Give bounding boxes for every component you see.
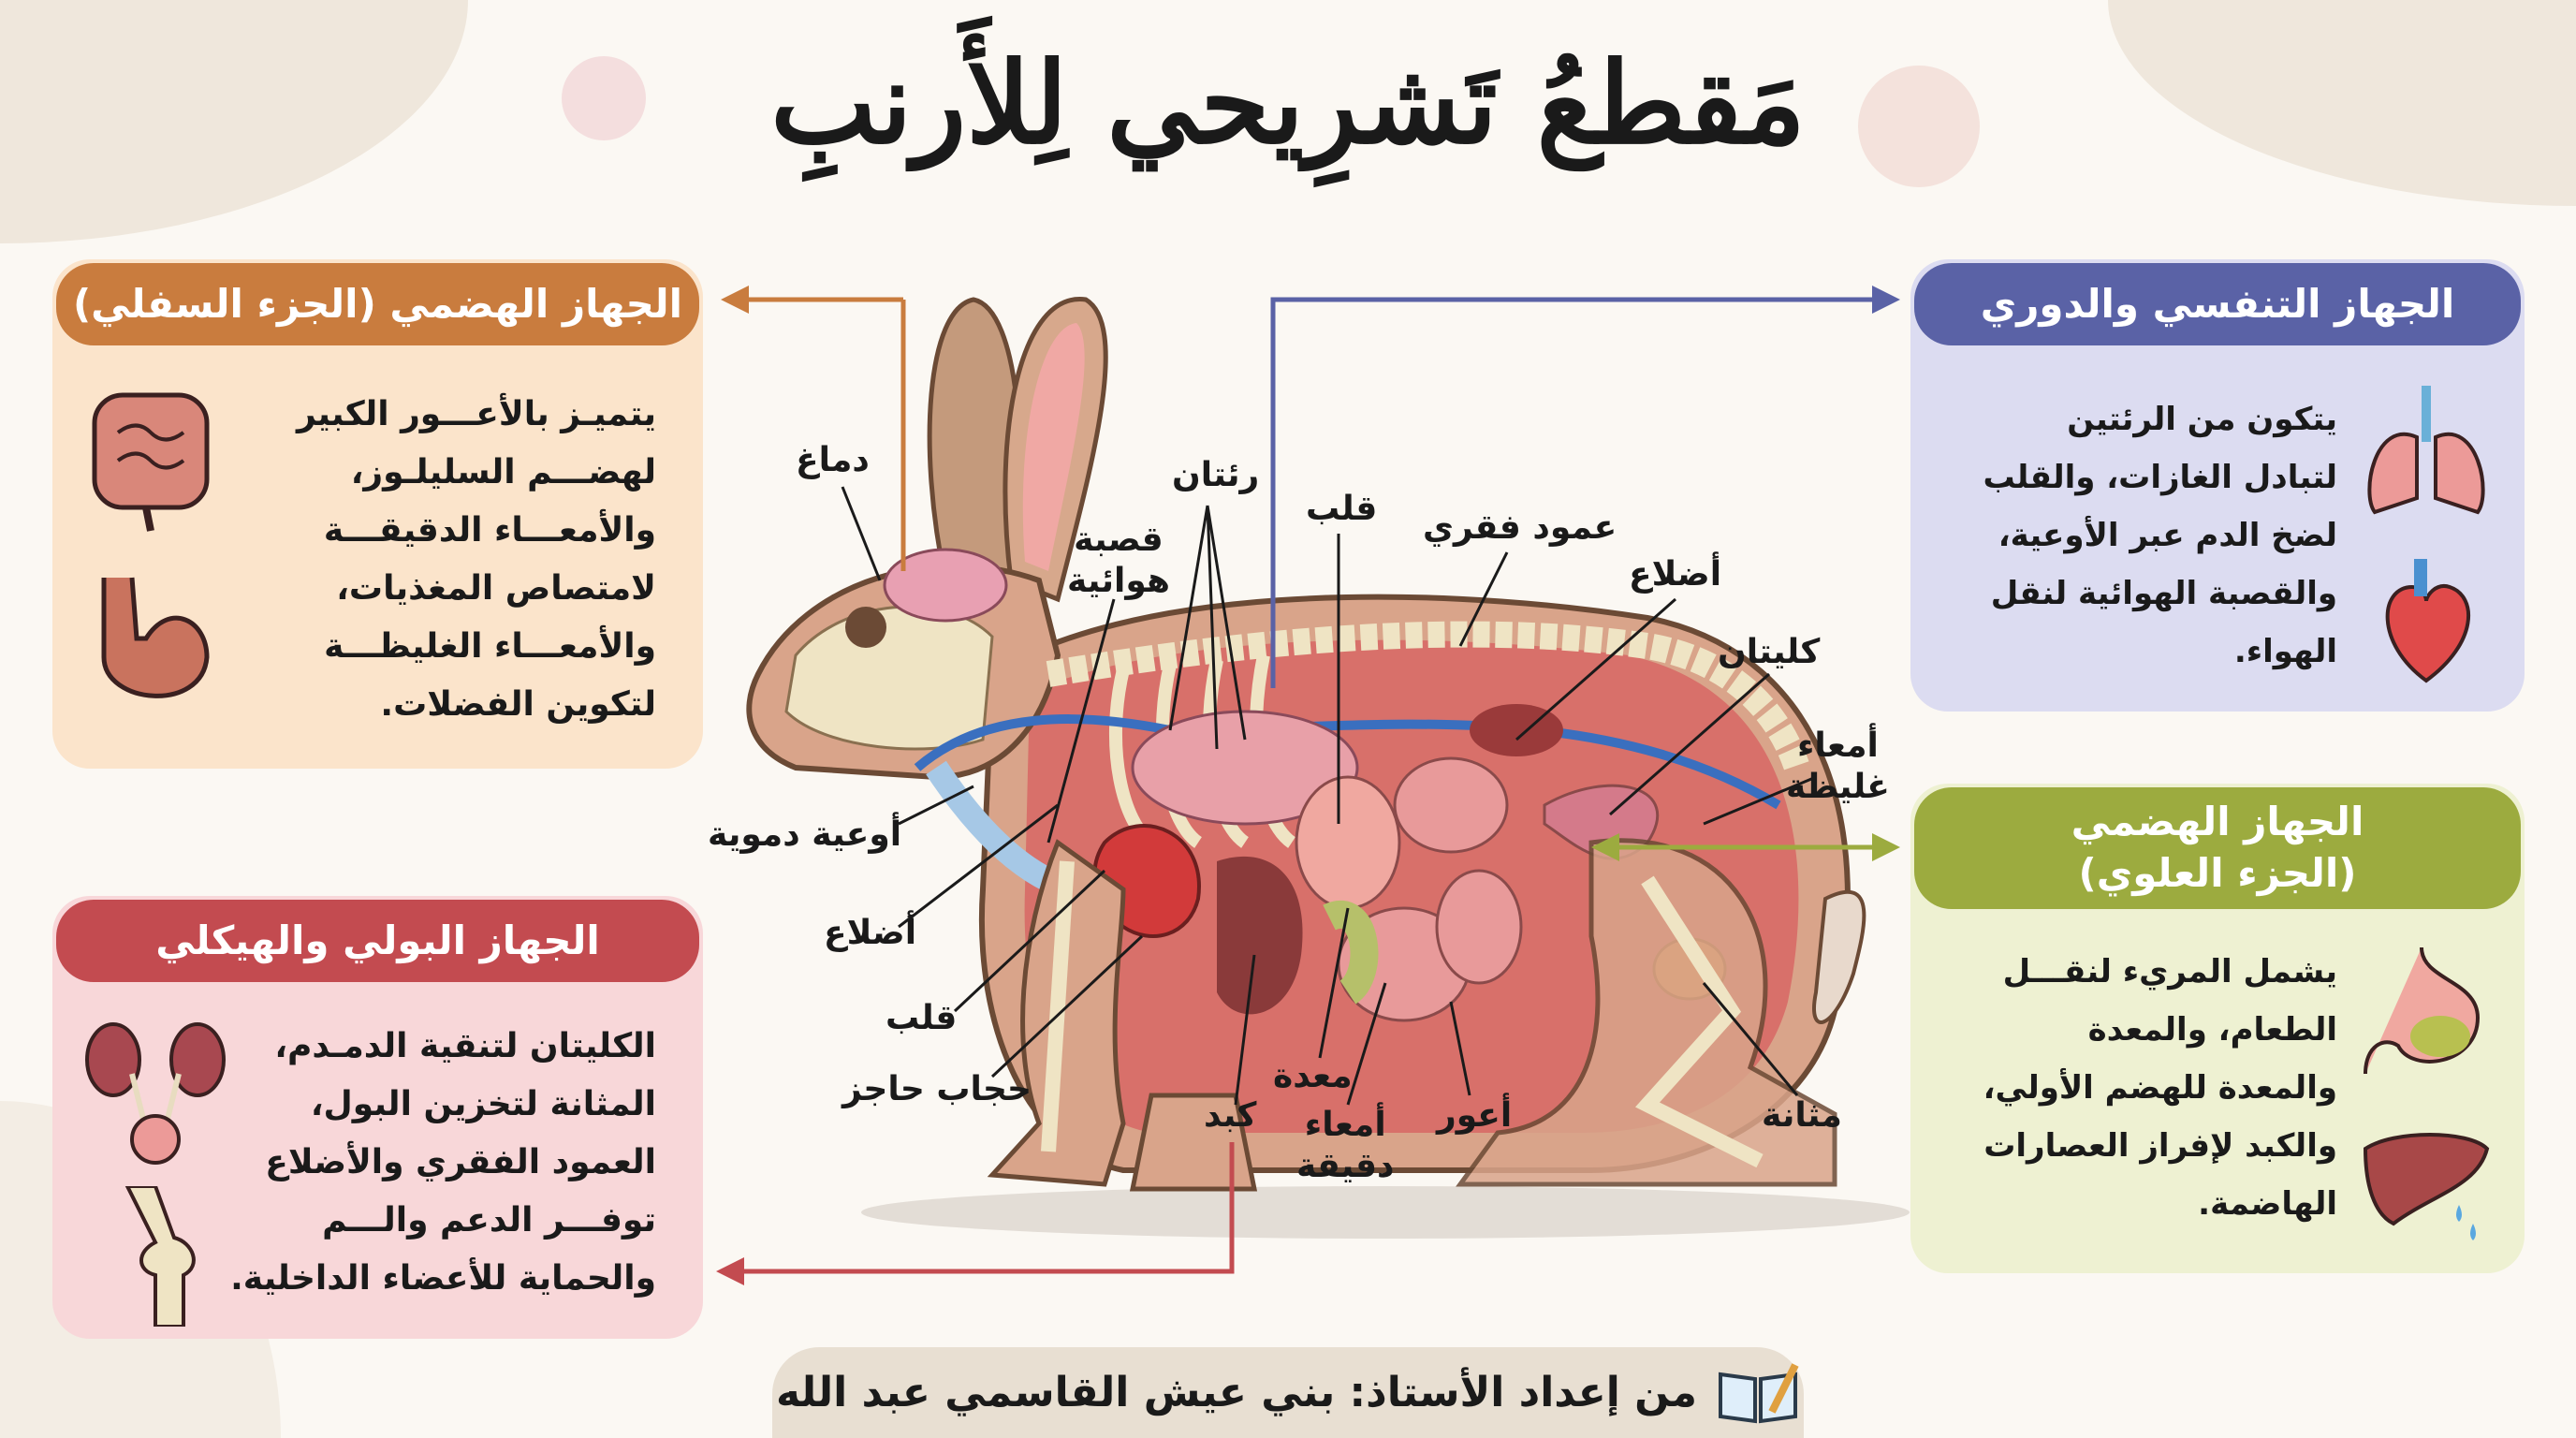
panel-header: الجهاز التنفسي والدوري [1914, 263, 2521, 345]
author-credit: من إعداد الأستاذ: بني عيش القاسمي عبد ال… [775, 1369, 1698, 1416]
arrow-head [721, 286, 749, 314]
spine-organ [1046, 621, 1810, 772]
liver-organ [1217, 856, 1303, 1015]
label-small-intestine-line2: دقيقة [1296, 1147, 1395, 1185]
text-line: الكليتان لتنقية الدمـدم، [274, 1027, 656, 1065]
label-liver: كبد [1204, 1096, 1257, 1135]
panel-text: يتميـز بالأعـــور الكبير لهضـــم السليلـ… [240, 386, 656, 734]
label-large-intestine-line2: غليظة [1786, 768, 1890, 806]
text-line: توفـــر الدعم والـــم [322, 1201, 656, 1240]
lungs-organ [1131, 710, 1359, 826]
arrow-head [1591, 833, 1619, 861]
tail [1812, 889, 1866, 1024]
panel-text: الكليتان لتنقية الدمـدم، المثانة لتخزين … [230, 1018, 656, 1308]
cell-decoration [1858, 66, 1980, 187]
stomach-organ [1295, 775, 1401, 910]
trachea-organ [926, 760, 1055, 891]
label-large-intestine-line1: أمعاء [1797, 726, 1879, 765]
label-brain: دماغ [796, 441, 870, 479]
panel-respiratory-circulatory: الجهاز التنفسي والدوري يتكون من الرئتين … [1910, 259, 2525, 712]
panel-text: يشمل المريء لنقـــل الطعام، والمعدة والم… [1929, 943, 2337, 1233]
front-leg-far [1129, 1093, 1258, 1192]
label-leaders [841, 486, 1817, 1106]
eye-socket [845, 607, 886, 648]
connector-respiratory [1270, 297, 1881, 688]
label-bladder: مثانة [1762, 1096, 1842, 1135]
ear-inner [1022, 323, 1085, 571]
text-line: والمعدة للهضم الأولي، [1983, 1069, 2337, 1107]
page-title: مَقطعُ تَشرِيحي لِلأَرنبِ [770, 37, 1806, 169]
text-line: لضخ الدم عبر الأوعية، [1998, 517, 2337, 554]
bone-joint-icon [124, 1186, 196, 1327]
text-line: والأمعـــاء الغليظـــة [324, 627, 656, 666]
label-spine: عمود فقري [1423, 508, 1617, 547]
connector-urinary [735, 1142, 1235, 1274]
panel-urinary-skeletal: الجهاز البولي والهيكلي الكليتان لتنقية ا… [52, 896, 703, 1339]
kidneys-icon [85, 1022, 226, 1165]
text-line: يتكون من الرئتين [2067, 401, 2337, 438]
label-trachea: قصبة هوائية [1067, 520, 1170, 602]
label-kidneys: كليتان [1718, 633, 1821, 671]
text-line: يشمل المريء لنقـــل [2002, 953, 2337, 990]
book-pencil-icon [1719, 1362, 1799, 1423]
text-line: والأمعـــاء الدقيقـــة [323, 511, 656, 550]
label-large-intestine: أمعاء غليظة [1786, 726, 1890, 808]
brain-organ [883, 548, 1008, 623]
ground-shadow [861, 1186, 1910, 1239]
text-line: الطعام، والمعدة [2087, 1011, 2337, 1049]
label-heart-top: قلب [1306, 490, 1378, 528]
heart-icon [2385, 559, 2470, 683]
small-intestine-organ [1337, 756, 1523, 1022]
label-heart-bottom: قلب [886, 999, 958, 1037]
label-trachea-line1: قصبة [1074, 521, 1164, 559]
author-footer: من إعداد الأستاذ: بني عيش القاسمي عبد ال… [772, 1347, 1804, 1438]
panel-header: الجهاز الهضمي (الجزء السفلي) [56, 263, 699, 345]
label-cecum: أعور [1437, 1096, 1513, 1135]
label-diaphragm: حجاب حاجز [842, 1070, 1032, 1108]
lungs-icon [2367, 386, 2485, 515]
label-stomach: معدة [1273, 1057, 1353, 1095]
text-line: والحماية للأعضاء الداخلية. [230, 1259, 656, 1298]
cecum-organ [1323, 901, 1379, 1005]
panel-header-line2: (الجزء العلوي) [2078, 850, 2357, 896]
panel-digestive-upper: الجهاز الهضمي (الجزء العلوي) يشمل المريء… [1910, 784, 2525, 1273]
text-line: لامتصاص المغذيات، [336, 569, 656, 608]
liver-icon [2363, 1133, 2490, 1240]
text-line: المثانة لتخزين البول، [310, 1085, 656, 1123]
text-line: الهواء. [2233, 633, 2337, 670]
arrow-head [716, 1257, 744, 1285]
label-trachea-line2: هوائية [1067, 562, 1170, 600]
arrow-head [1872, 286, 1900, 314]
panel-text: يتكون من الرئتين لتبادل الغازات، والقلب … [1929, 390, 2338, 681]
label-small-intestine-line1: أمعاء [1304, 1106, 1386, 1144]
text-line: لتكوين الفضلات. [380, 685, 656, 724]
text-line: يتميـز بالأعـــور الكبير [296, 395, 656, 433]
label-small-intestine: أمعاء دقيقة [1296, 1105, 1394, 1187]
arrow-head [1872, 833, 1900, 861]
text-line: لهضـــم السليلـوز، [350, 453, 656, 492]
label-blood-vessels: أوعية دموية [708, 815, 902, 854]
stomach-icon [2364, 946, 2481, 1075]
text-line: لتبادل الغازات، والقلب [1983, 459, 2338, 496]
text-line: والكبد لإفراز العصارات [1983, 1127, 2337, 1165]
text-line: الهاضمة. [2198, 1185, 2337, 1223]
label-ribs-top: أضلاع [1629, 555, 1722, 594]
text-line: والقصبة الهوائية لنقل [1990, 575, 2337, 612]
intestines-icon [92, 392, 210, 532]
label-ribs-bottom: أضلاع [824, 914, 917, 952]
cell-decoration [562, 56, 646, 140]
panel-digestive-lower: الجهاز الهضمي (الجزء السفلي) يتميـز بالأ… [52, 259, 703, 769]
hind-leg [1456, 838, 1837, 1187]
panel-header: الجهاز الهضمي (الجزء العلوي) [1914, 787, 2521, 909]
label-lungs: رئتان [1172, 456, 1260, 494]
panel-header: الجهاز البولي والهيكلي [56, 900, 699, 982]
panel-header-line1: الجهاز الهضمي [2071, 799, 2364, 845]
stomach-icon [101, 577, 210, 698]
text-line: العمود الفقري والأضلاع [265, 1143, 656, 1181]
